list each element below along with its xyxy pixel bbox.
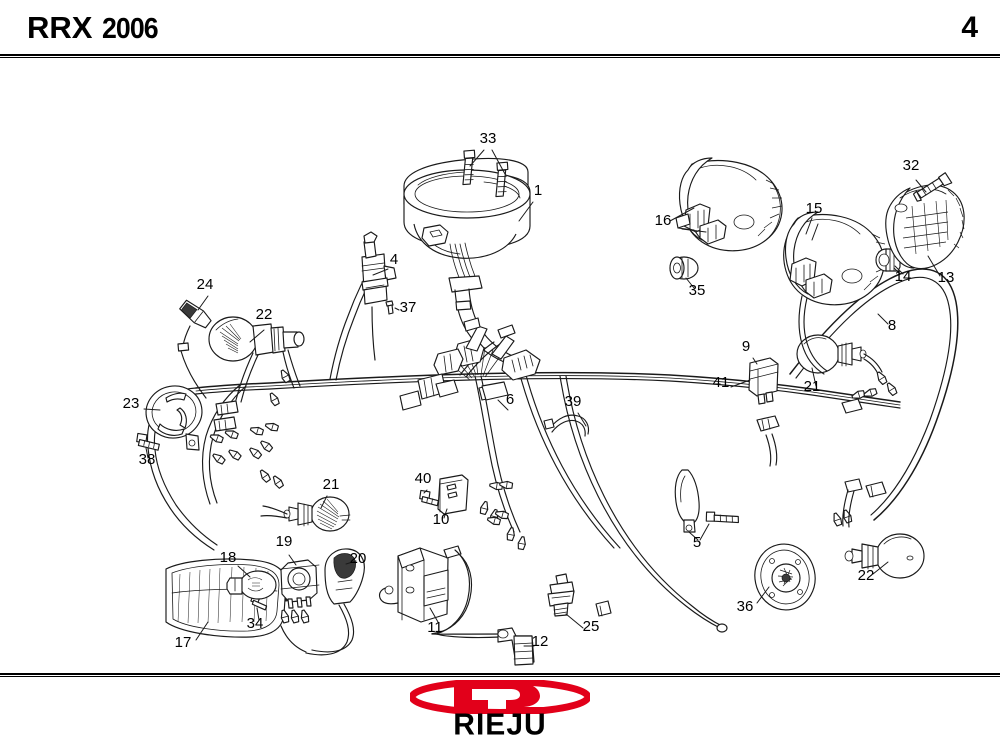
page-number: 4 — [961, 11, 978, 44]
header-divider — [0, 54, 1000, 58]
part-signal-body-15 — [783, 211, 889, 375]
callout-17: 17 — [175, 634, 192, 651]
part-instrument-screws — [462, 149, 509, 198]
callout-9: 9 — [742, 338, 750, 355]
part-main-harness-connectors — [399, 317, 590, 437]
callout-33: 33 — [480, 130, 497, 147]
part-thermo-switch — [547, 573, 584, 629]
callout-1: 1 — [534, 182, 542, 199]
harness-spades-center — [478, 479, 612, 617]
part-terminal-24 — [177, 295, 212, 399]
callout-22-rear: 22 — [858, 567, 875, 584]
model-year: 2006 — [102, 13, 159, 45]
part-bulb-socket — [280, 554, 320, 609]
part-headlight-unit — [165, 558, 295, 641]
callout-22: 22 — [256, 306, 273, 323]
callout-10: 10 — [433, 511, 450, 528]
callout-4: 4 — [390, 251, 398, 268]
callout-25: 25 — [583, 618, 600, 635]
callout-14: 14 — [895, 268, 912, 285]
model-name: RRX — [27, 10, 93, 45]
page-footer: RIEJU — [0, 677, 1000, 736]
callout-18: 18 — [220, 549, 237, 566]
part-turn-signal-rear — [844, 533, 925, 579]
callout-24: 24 — [197, 276, 214, 293]
exploded-parts-diagram: .ln{fill:none;stroke:#1a1a1a;stroke-widt… — [0, 58, 1000, 673]
part-bulb-holder-boot — [278, 548, 365, 656]
logo-oval-icon — [410, 680, 590, 714]
callout-15: 15 — [806, 200, 823, 217]
callout-39: 39 — [565, 393, 582, 410]
callout-21: 21 — [323, 476, 340, 493]
part-signal-lens-13 — [885, 184, 965, 277]
page-header: RRX 2006 4 — [0, 0, 1000, 57]
rieju-logo: RIEJU — [385, 680, 615, 736]
callout-35: 35 — [689, 282, 706, 299]
callout-5: 5 — [693, 534, 701, 551]
part-ignition-switch — [361, 231, 400, 361]
part-lens-screw-32 — [912, 172, 953, 202]
part-harness-strap — [674, 469, 739, 541]
logo-wordmark-text: RIEJU — [453, 710, 546, 736]
part-speedometer — [403, 157, 541, 381]
part-horn — [136, 385, 203, 459]
callout-11: 11 — [427, 619, 443, 636]
callout-41: 41 — [713, 374, 730, 391]
harness-connectors-right — [756, 387, 887, 528]
footer-divider — [0, 673, 1000, 677]
callout-36: 36 — [737, 598, 754, 615]
part-signal-bulb-14 — [875, 248, 901, 275]
callout-32: 32 — [903, 157, 920, 174]
part-headlight-bulb — [226, 565, 277, 600]
part-ignition-coil — [378, 545, 535, 666]
callout-leaders — [669, 207, 904, 325]
callout-13: 13 — [938, 269, 955, 286]
callout-19: 19 — [276, 533, 293, 550]
callout-34: 34 — [247, 615, 264, 632]
part-turn-signal-front-left — [208, 316, 305, 407]
page-title: RRX 2006 — [27, 10, 163, 47]
callout-23: 23 — [123, 395, 140, 412]
callout-37: 37 — [400, 299, 417, 316]
callout-8: 8 — [888, 317, 896, 334]
logo-wordmark: RIEJU — [453, 710, 546, 736]
part-signal-housing-16 — [675, 157, 783, 252]
callout-40: 40 — [415, 470, 432, 487]
part-turn-signal-bulb-left — [260, 495, 351, 532]
callout-20: 20 — [350, 550, 367, 567]
callout-12: 12 — [532, 633, 549, 650]
part-grommet-35 — [669, 256, 699, 289]
callout-6: 6 — [506, 391, 514, 408]
part-flasher-relay — [730, 357, 779, 405]
callout-16: 16 — [655, 212, 672, 229]
part-cdi-unit — [419, 474, 469, 519]
harness-connectors-left — [208, 400, 285, 490]
callout-21-right: 21 — [804, 378, 821, 395]
part-stator-flywheel — [754, 543, 816, 611]
callout-labels: 1 33 4 37 24 22 23 38 21 18 19 20 34 17 … — [123, 130, 955, 651]
callout-38: 38 — [139, 451, 156, 468]
